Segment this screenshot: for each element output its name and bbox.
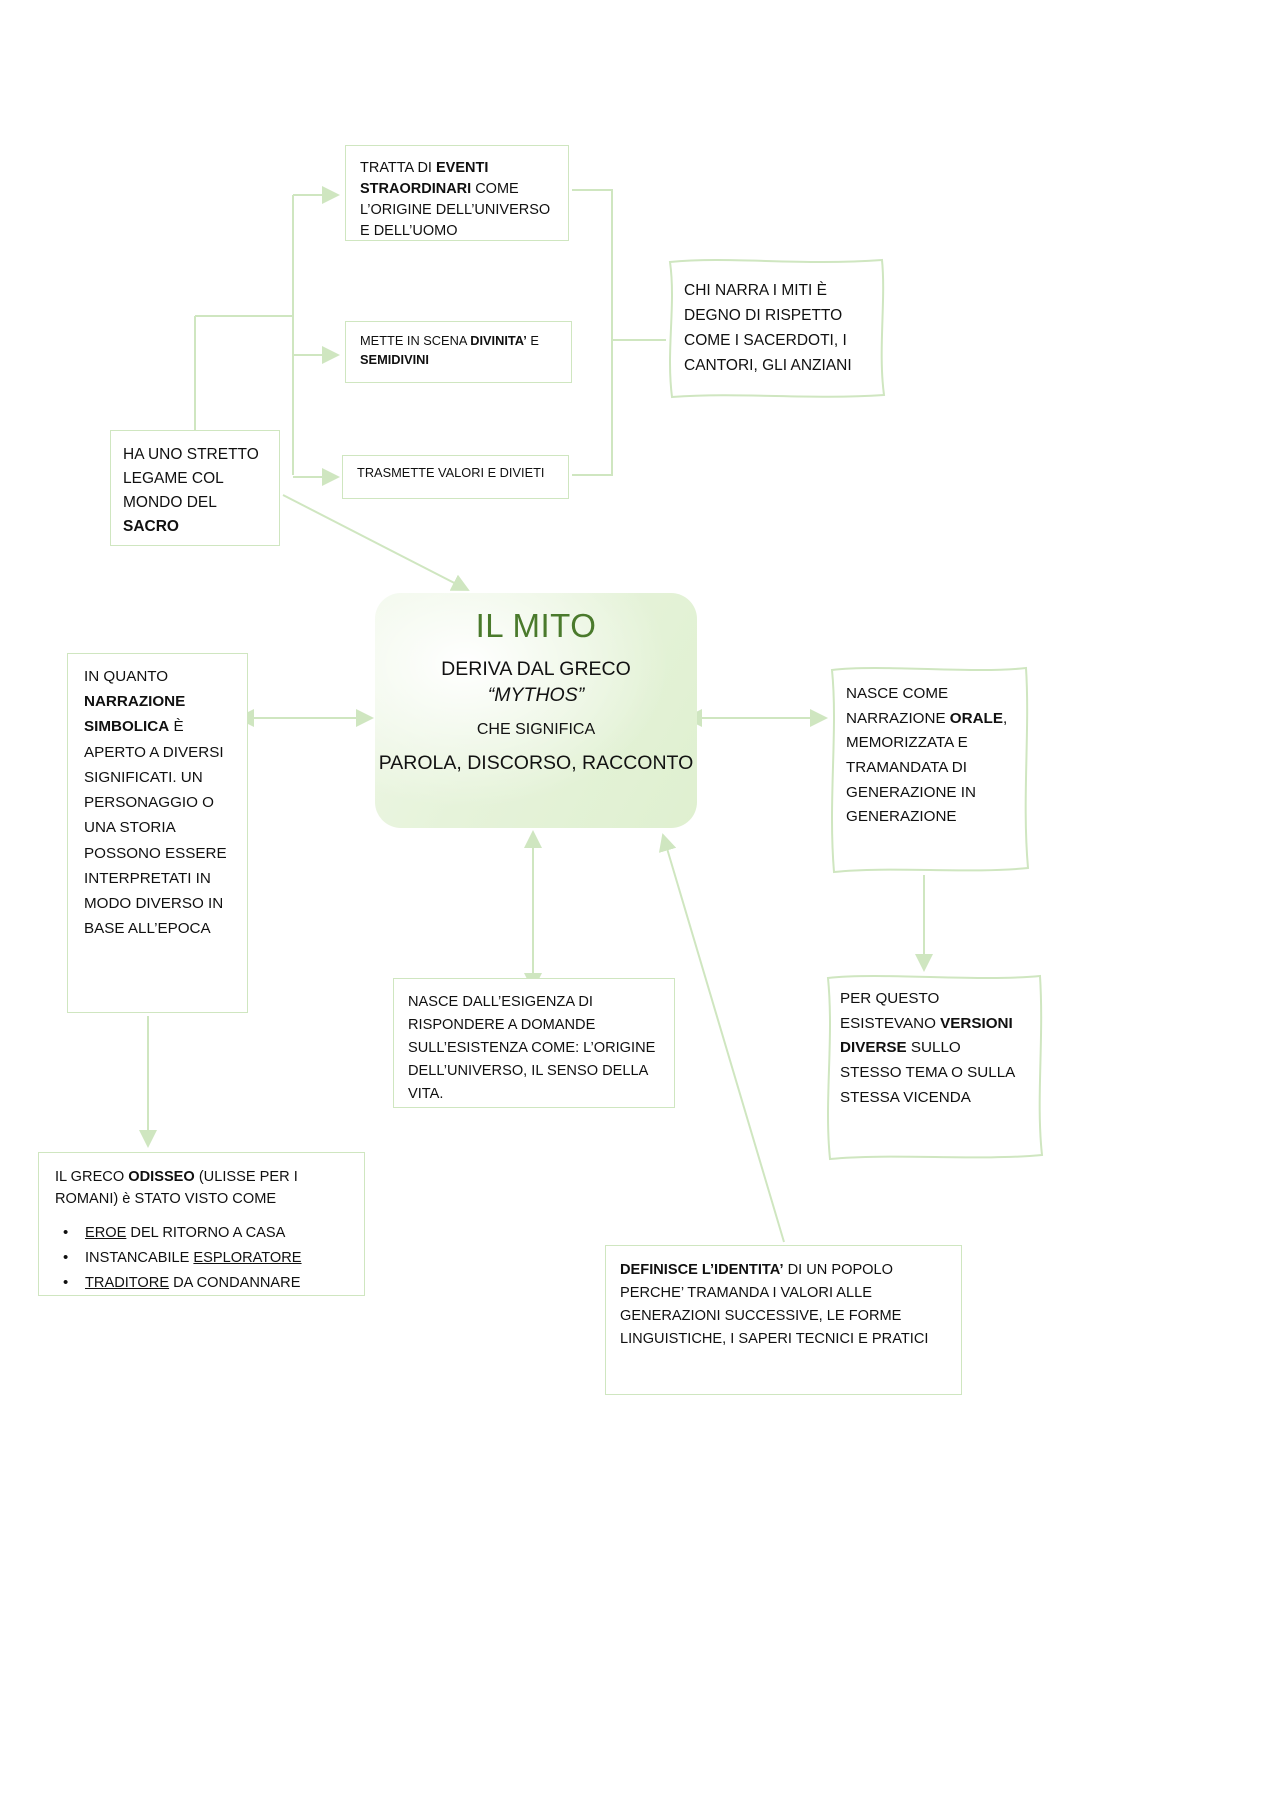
text-run: TRATTA DI (360, 160, 436, 176)
node-legame-sacro: HA UNO STRETTO LEGAME COL MONDO DEL SACR… (110, 430, 280, 546)
node-divinita-semidivini: METTE IN SCENA DIVINITA’ E SEMIDIVINI (345, 321, 572, 383)
text-run-underline: ESPLORATORE (193, 1249, 302, 1266)
center-title: IL MITO (475, 607, 597, 644)
node-esigenza-domande: NASCE DALL’ESIGENZA DI RISPONDERE A DOMA… (393, 978, 675, 1108)
text-run: INSTANCABILE (85, 1249, 194, 1266)
node-text: NASCE DALL’ESIGENZA DI RISPONDERE A DOMA… (408, 994, 656, 1103)
node-odisseo: IL GRECO ODISSEO (ULISSE PER I ROMANI) è… (38, 1152, 365, 1296)
node-il-mito-center: IL MITO DERIVA DAL GRECO “MYTHOS” CHE SIG… (375, 593, 697, 828)
center-line1: DERIVA DAL GRECO (441, 658, 631, 680)
text-run-bold: VERSIONI DIVERSE (840, 1014, 1013, 1057)
node-narrazione-simbolica: IN QUANTO NARRAZIONE SIMBOLICA È APERTO … (67, 653, 248, 1013)
text-run: È APERTO A DIVERSI SIGNIFICATI. UN PERSO… (84, 718, 227, 938)
node-narrazione-orale: NASCE COME NARRAZIONE ORALE, MEMORIZZATA… (830, 668, 1024, 871)
list-item: EROE DEL RITORNO A CASA (63, 1222, 354, 1245)
text-run-bold: DEFINISCE L’IDENTITA’ (620, 1262, 784, 1278)
list-item: TRADITORE DA CONDANNARE (63, 1272, 354, 1295)
node-versioni-diverse: PER QUESTO ESISTEVANO VERSIONI DIVERSE S… (826, 975, 1038, 1155)
odisseo-bullet-list: EROE DEL RITORNO A CASA INSTANCABILE ESP… (55, 1222, 354, 1295)
text-run: (ULISSE PER I ROMANI) è STATO VISTO COME (55, 1169, 298, 1207)
text-run: HA UNO STRETTO LEGAME COL MONDO DEL (123, 446, 259, 512)
center-line2: CHE SIGNIFICA (476, 721, 596, 739)
text-run: IL GRECO (55, 1169, 129, 1185)
text-run-bold: ODISSEO (128, 1169, 195, 1185)
text-run-bold: SACRO (123, 518, 179, 536)
text-run: DA CONDANNARE (169, 1274, 301, 1291)
text-run: IN QUANTO (84, 668, 169, 685)
text-run: DI UN POPOLO PERCHE’ TRAMANDA I VALORI A… (620, 1262, 929, 1348)
text-run-bold: NARRAZIONE SIMBOLICA (84, 693, 186, 736)
text-run: METTE IN SCENA (360, 333, 471, 348)
text-run: COME L’ORIGINE DELL’UNIVERSO E DELL’UOMO (360, 181, 551, 240)
node-text: TRASMETTE VALORI E DIVIETI (357, 465, 545, 480)
center-greek-word: “MYTHOS” (487, 683, 585, 706)
text-run-bold: DIVINITA’ (470, 333, 527, 348)
text-run-bold: ORALE (949, 709, 1003, 727)
text-run: SULLO STESSO TEMA O SULLA STESSA VICENDA (840, 1039, 1015, 1106)
text-run-bold: SEMIDIVINI (360, 351, 429, 367)
text-run-bold: EVENTI STRAORDINARI (360, 160, 489, 198)
text-run: DEL RITORNO A CASA (126, 1224, 286, 1241)
center-line3: PAROLA, DISCORSO, RACCONTO (378, 752, 694, 775)
list-item: INSTANCABILE ESPLORATORE (63, 1247, 354, 1270)
node-eventi-straordinari: TRATTA DI EVENTI STRAORDINARI COME L’ORI… (345, 145, 569, 241)
node-trasmette-valori: TRASMETTE VALORI E DIVIETI (342, 455, 569, 499)
text-run: NASCE COME NARRAZIONE (846, 685, 950, 727)
node-text: CHI NARRA I MITI È DEGNO DI RISPETTO COM… (684, 282, 852, 375)
node-definisce-identita: DEFINISCE L’IDENTITA’ DI UN POPOLO PERCH… (605, 1245, 962, 1395)
text-run: E (526, 333, 539, 348)
text-run-underline: EROE (85, 1224, 127, 1241)
text-run: , MEMORIZZATA E TRAMANDATA DI GENERAZION… (846, 709, 1008, 826)
text-run-underline: TRADITORE (85, 1274, 170, 1291)
node-chi-narra-i-miti: CHI NARRA I MITI È DEGNO DI RISPETTO COM… (668, 260, 884, 395)
text-run: PER QUESTO ESISTEVANO (840, 990, 941, 1032)
